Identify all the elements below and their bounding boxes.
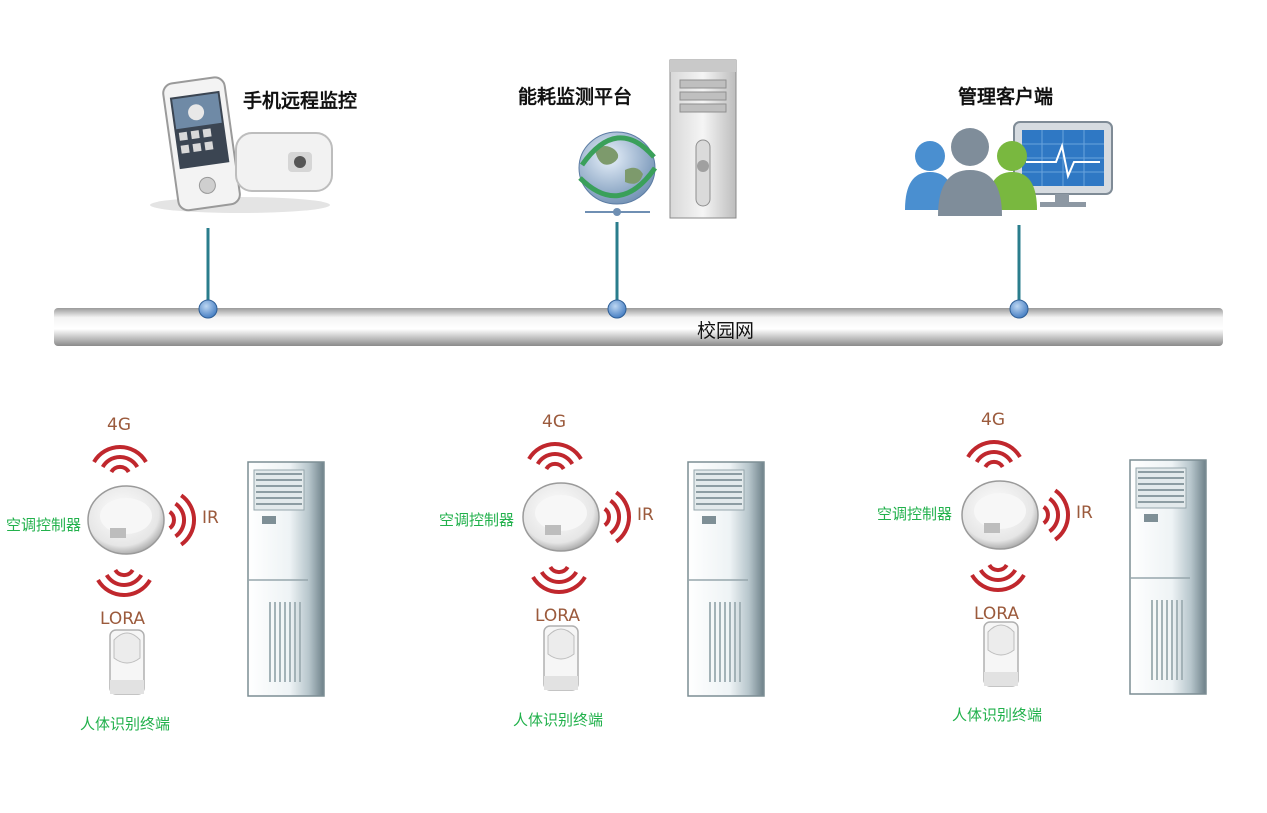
signal-lora-label: LORA [100,609,145,629]
ac-controller-label: 空调控制器 [439,511,515,529]
human-detection-terminal-label: 人体识别终端 [952,706,1043,724]
signal-4g-label: 4G [107,415,131,435]
signal-4g-label: 4G [981,410,1005,430]
air-conditioner-icon [1129,459,1207,695]
ac-controller-label: 空调控制器 [877,505,953,523]
phone-monitor-label: 手机远程监控 [243,90,358,112]
node-dot [198,299,218,319]
management-client-label: 管理客户端 [958,86,1054,108]
ac-controller-label: 空调控制器 [6,516,82,534]
server-icon [578,59,737,219]
network-pipe [54,308,1223,346]
air-conditioner-icon [247,461,325,697]
air-conditioner-icon [687,461,765,697]
users-monitor-icon [905,121,1113,216]
signal-lora-label: LORA [974,604,1019,624]
energy-platform-label: 能耗监测平台 [518,86,633,108]
pir-sensor-icon [543,625,579,691]
human-detection-terminal-label: 人体识别终端 [513,711,604,729]
smartphone-icon [150,76,333,213]
node-dot [607,299,627,319]
signal-ir-label: IR [1076,503,1093,523]
signal-4g-label: 4G [542,412,566,432]
human-detection-terminal-label: 人体识别终端 [80,715,171,733]
pir-sensor-icon [109,629,145,695]
signal-ir-label: IR [637,505,654,525]
campus-network-label: 校园网 [697,320,755,342]
node-dot [1009,299,1029,319]
signal-lora-label: LORA [535,606,580,626]
signal-ir-label: IR [202,508,219,528]
pir-sensor-icon [983,621,1019,687]
